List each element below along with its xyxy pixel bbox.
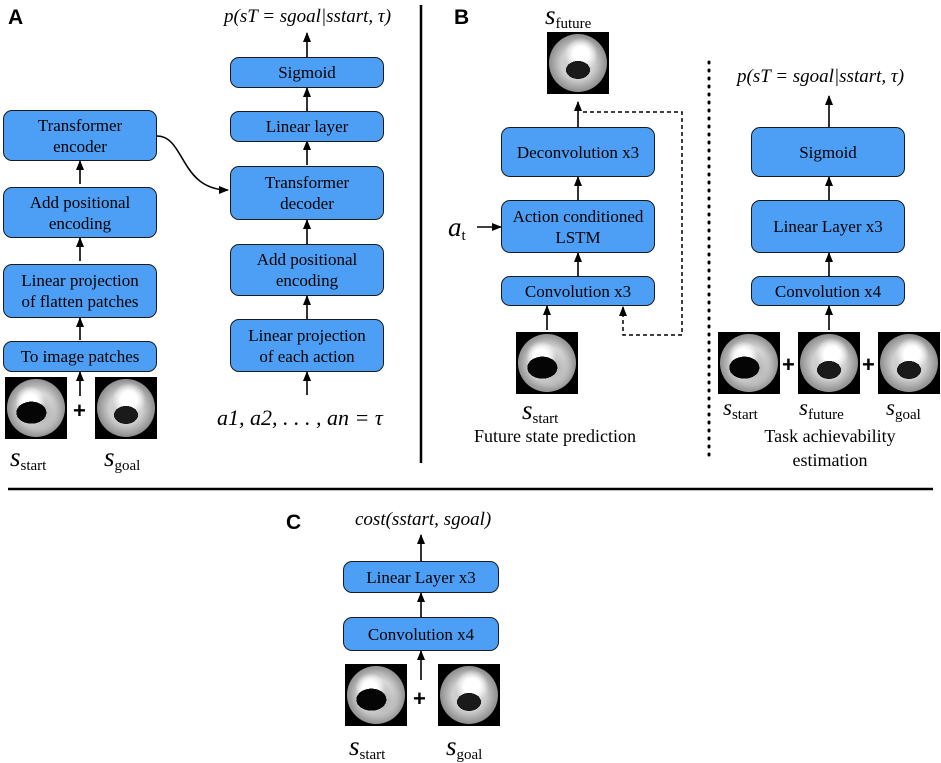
plus-sign: + — [73, 398, 86, 423]
plus-sign-b2: + — [862, 352, 875, 377]
linear-layer-box: Linear layer — [230, 111, 384, 142]
plus-sign-b1: + — [782, 352, 795, 377]
action-lstm-box: Action conditioned LSTM — [501, 200, 655, 253]
start-image-thumbnail-b2 — [718, 332, 780, 394]
arrow-b-feedback-loop — [583, 111, 683, 336]
s-start-label: sstart — [10, 442, 47, 474]
output-probability-formula: p(sT = sgoal|sstart, τ) — [224, 6, 392, 27]
panel-label-c: C — [286, 511, 302, 534]
positional-encoding-box: Add positional encoding — [3, 187, 157, 238]
s-start-label-c: sstart — [349, 731, 386, 763]
sigmoid-box-b: Sigmoid — [751, 127, 905, 177]
positional-encoding-box-2: Add positional encoding — [230, 244, 384, 296]
start-image-thumbnail-c — [345, 664, 407, 726]
future-state-caption: Future state prediction — [474, 426, 636, 446]
image-patches-box: To image patches — [3, 341, 157, 372]
convolution-x4-box-c: Convolution x4 — [343, 617, 499, 651]
linear-layer-x3-box: Linear Layer x3 — [751, 200, 905, 253]
s-start-label-b2: sstart — [723, 395, 758, 423]
s-start-label-b: sstart — [522, 395, 559, 427]
cost-formula: cost(sstart, sgoal) — [355, 509, 492, 530]
transformer-encoder-box: Transformer encoder — [3, 110, 157, 161]
s-goal-label-b2: sgoal — [886, 395, 921, 423]
s-goal-label-c: sgoal — [446, 731, 483, 763]
transformer-decoder-box: Transformer decoder — [230, 166, 384, 220]
goal-image-thumbnail-b2 — [878, 332, 940, 394]
goal-image-thumbnail — [95, 377, 157, 439]
convolution-x4-box: Convolution x4 — [751, 276, 905, 306]
plus-sign-c: + — [413, 686, 426, 711]
panel-label-b: B — [454, 6, 470, 29]
linear-layer-x3-box-c: Linear Layer x3 — [343, 561, 499, 593]
action-label: at — [448, 212, 466, 244]
action-sequence-formula: a1, a2, . . . , an = τ — [217, 405, 383, 430]
linear-projection-actions-box: Linear projection of each action — [230, 319, 384, 372]
start-image-thumbnail-b — [516, 332, 578, 394]
linear-projection-patches-box: Linear projection of flatten patches — [3, 264, 157, 318]
sigmoid-box: Sigmoid — [230, 57, 384, 88]
future-image-thumbnail-b2 — [798, 332, 860, 394]
panel-label-a: A — [8, 6, 24, 29]
task-achievability-caption: Task achievability estimation — [764, 426, 896, 470]
future-image-thumbnail — [547, 32, 609, 94]
arrow-a-encoder-to-decoder — [156, 135, 229, 194]
s-goal-label: sgoal — [104, 442, 141, 474]
goal-image-thumbnail-c — [438, 664, 500, 726]
achievability-formula: p(sT = sgoal|sstart, τ) — [737, 66, 905, 87]
convolution-x3-box: Convolution x3 — [501, 276, 655, 306]
deconvolution-box: Deconvolution x3 — [501, 127, 655, 177]
s-future-label: sfuture — [545, 0, 592, 32]
s-future-label-b2: sfuture — [799, 395, 844, 423]
start-image-thumbnail — [5, 377, 67, 439]
